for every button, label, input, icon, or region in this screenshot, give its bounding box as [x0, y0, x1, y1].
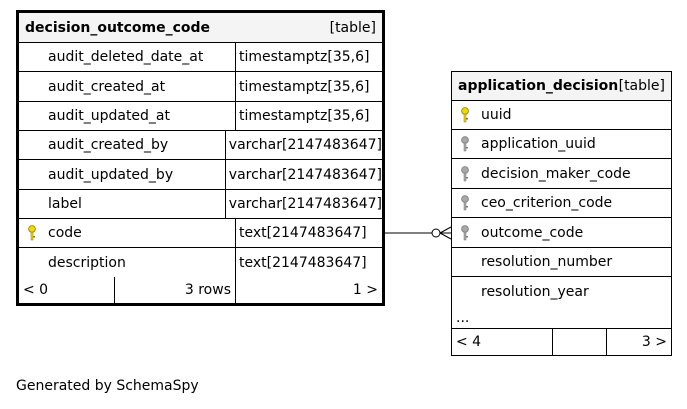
column-name: ceo_criterion_code	[481, 195, 613, 211]
column-name: audit_updated_by	[48, 166, 174, 183]
column-name: resolution_year	[481, 284, 589, 300]
foreign-key-icon	[452, 165, 478, 182]
column-name: uuid	[481, 107, 512, 123]
column-name-cell: decision_maker_code	[452, 159, 671, 188]
column-type: varchar[2147483647]	[228, 196, 382, 212]
column-type: timestamptz[35,6]	[239, 49, 370, 65]
column-type: varchar[2147483647]	[228, 137, 382, 153]
table-name[interactable]: application_decision	[458, 78, 619, 94]
column-name-cell: audit_created_by	[19, 131, 226, 159]
column-name: outcome_code	[481, 224, 584, 241]
column-row-decision-maker-code[interactable]: decision_maker_code	[452, 159, 671, 189]
column-row-code[interactable]: code text[2147483647]	[19, 219, 382, 248]
column-name: audit_created_by	[48, 137, 169, 153]
column-type: text[2147483647]	[239, 254, 367, 271]
column-row-resolution-number[interactable]: resolution_number	[452, 248, 671, 277]
column-name-cell: audit_updated_at	[19, 102, 236, 130]
zero-optional-marker	[431, 228, 441, 238]
column-name-cell: uuid	[452, 101, 671, 129]
column-name-cell: ceo_criterion_code	[452, 189, 671, 217]
column-row-audit-created-at[interactable]: audit_created_at timestamptz[35,6]	[19, 72, 382, 102]
column-name: audit_created_at	[48, 78, 166, 95]
column-name: resolution_number	[481, 254, 613, 270]
column-row-ceo-criterion-code[interactable]: ceo_criterion_code	[452, 189, 671, 218]
column-name-cell: outcome_code	[452, 218, 671, 247]
table-kind: [table]	[329, 19, 376, 36]
column-name: label	[48, 196, 82, 212]
column-row-resolution-year[interactable]: resolution_year	[452, 277, 671, 307]
column-row-audit-updated-by[interactable]: audit_updated_by varchar[2147483647]	[19, 160, 382, 190]
row-count: 3 rows	[115, 277, 236, 303]
crowfoot-bottom	[439, 232, 452, 240]
column-name: application_uuid	[481, 136, 596, 152]
column-name: audit_deleted_date_at	[48, 49, 204, 65]
column-type: timestamptz[35,6]	[239, 78, 370, 95]
column-type: timestamptz[35,6]	[239, 108, 370, 124]
foreign-key-icon	[452, 224, 478, 241]
table-header: decision_outcome_code [table]	[19, 13, 382, 43]
table-kind: [table]	[618, 78, 665, 94]
column-name-cell: application_uuid	[452, 130, 671, 158]
decision-outcome-code-table: decision_outcome_code [table] audit_dele…	[16, 10, 385, 306]
column-name: audit_updated_at	[48, 108, 171, 124]
crowfoot-top	[439, 226, 452, 234]
parents-count[interactable]: < 0	[19, 277, 115, 303]
more-columns-label: ...	[456, 309, 470, 326]
column-name-cell: audit_deleted_date_at	[19, 43, 236, 71]
table-name[interactable]: decision_outcome_code	[25, 19, 211, 36]
column-name-cell: code	[19, 219, 236, 247]
column-name-cell: label	[19, 190, 226, 218]
column-row-label[interactable]: label varchar[2147483647]	[19, 190, 382, 219]
column-row-outcome-code[interactable]: outcome_code	[452, 218, 671, 248]
column-name-cell: resolution_year	[452, 277, 671, 307]
column-name-cell: resolution_number	[452, 248, 671, 276]
column-row-audit-created-by[interactable]: audit_created_by varchar[2147483647]	[19, 131, 382, 160]
table-footer: < 4 3 >	[452, 329, 671, 355]
application-decision-table: application_decision [table] uuid applica…	[451, 71, 672, 356]
column-row-audit-deleted-date-at[interactable]: audit_deleted_date_at timestamptz[35,6]	[19, 43, 382, 72]
column-name-cell: audit_created_at	[19, 72, 236, 101]
column-type: varchar[2147483647]	[228, 166, 382, 183]
column-type: text[2147483647]	[239, 225, 367, 241]
table-header: application_decision [table]	[452, 72, 671, 101]
primary-key-icon	[19, 225, 45, 241]
column-name: description	[48, 254, 126, 271]
column-row-audit-updated-at[interactable]: audit_updated_at timestamptz[35,6]	[19, 102, 382, 131]
foreign-key-icon	[452, 136, 478, 152]
parents-count[interactable]: < 4	[452, 329, 553, 355]
children-count[interactable]: 1 >	[352, 282, 378, 298]
children-count[interactable]: 3 >	[641, 334, 667, 350]
foreign-key-icon	[452, 195, 478, 211]
generated-by-credit: Generated by SchemaSpy	[16, 378, 199, 394]
more-columns: ...	[452, 307, 671, 329]
column-name-cell: audit_updated_by	[19, 160, 226, 189]
primary-key-icon	[452, 107, 478, 123]
column-row-application-uuid[interactable]: application_uuid	[452, 130, 671, 159]
column-name-cell: description	[19, 248, 236, 277]
row-count	[553, 329, 607, 355]
table-footer: < 0 3 rows 1 >	[19, 277, 382, 303]
column-row-uuid[interactable]: uuid	[452, 101, 671, 130]
column-row-description[interactable]: description text[2147483647]	[19, 248, 382, 277]
column-name: decision_maker_code	[481, 165, 631, 182]
column-name: code	[48, 225, 82, 241]
